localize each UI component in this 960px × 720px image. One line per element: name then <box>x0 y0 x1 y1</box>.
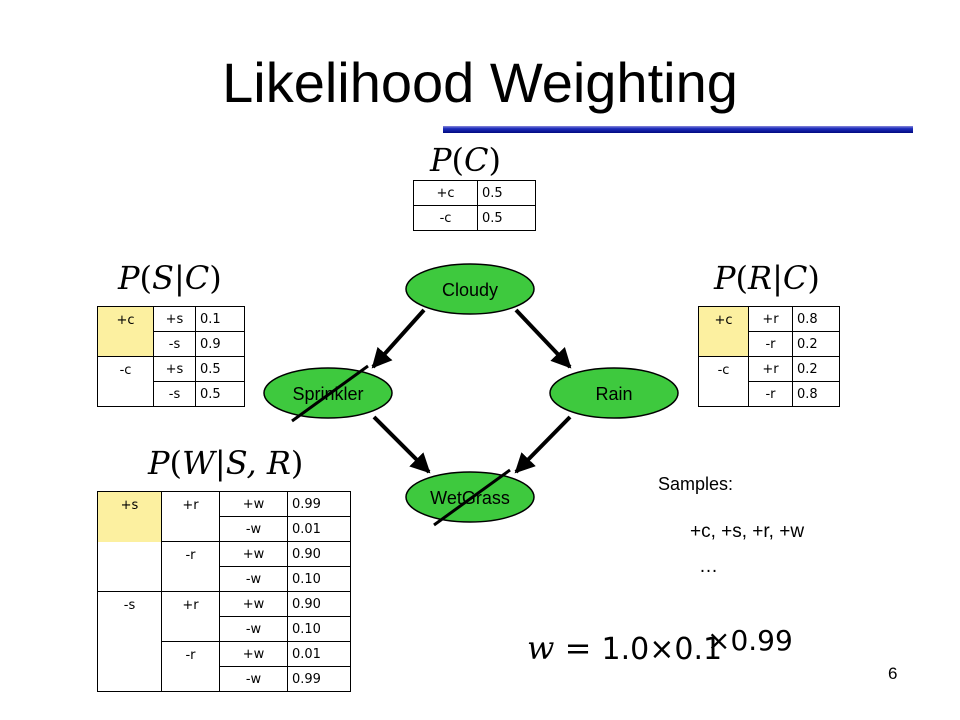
weight-factor-w: ×0.99 <box>707 624 793 657</box>
edge-cloudy-sprinkler <box>371 308 426 369</box>
edge-cloudy-rain <box>514 308 572 369</box>
weight-formula: w = 1.0×0.1 <box>527 629 723 667</box>
pwsr-heading: P(W|S, R) <box>148 444 304 482</box>
node-wetgrass <box>405 471 535 523</box>
samples-label: Samples: <box>658 474 734 494</box>
node-label-cloudy: Cloudy <box>442 280 498 300</box>
evidence-slash-wetgrass <box>433 468 511 527</box>
prc-heading: P(R|C) <box>714 259 820 297</box>
samples-ellipsis: … <box>699 556 718 577</box>
edge-rain-wetgrass <box>514 415 572 474</box>
edge-sprinkler-wetgrass <box>372 415 431 474</box>
pc-heading: P(C) <box>430 141 501 179</box>
sample-value: +c, +s, +r, +w <box>690 521 805 542</box>
table-row: +s +r +w 0.99 <box>97 491 351 517</box>
node-cloudy <box>405 263 535 315</box>
slide-title: Likelihood Weighting <box>222 51 738 114</box>
node-label-rain: Rain <box>595 384 632 404</box>
slide-number: 6 <box>888 664 898 683</box>
node-sprinkler <box>263 367 393 419</box>
title-underline <box>443 126 913 133</box>
weight-var: w <box>527 629 555 667</box>
evidence-slash-sprinkler <box>291 364 369 423</box>
psc-heading: P(S|C) <box>118 259 222 297</box>
node-rain <box>549 367 679 419</box>
